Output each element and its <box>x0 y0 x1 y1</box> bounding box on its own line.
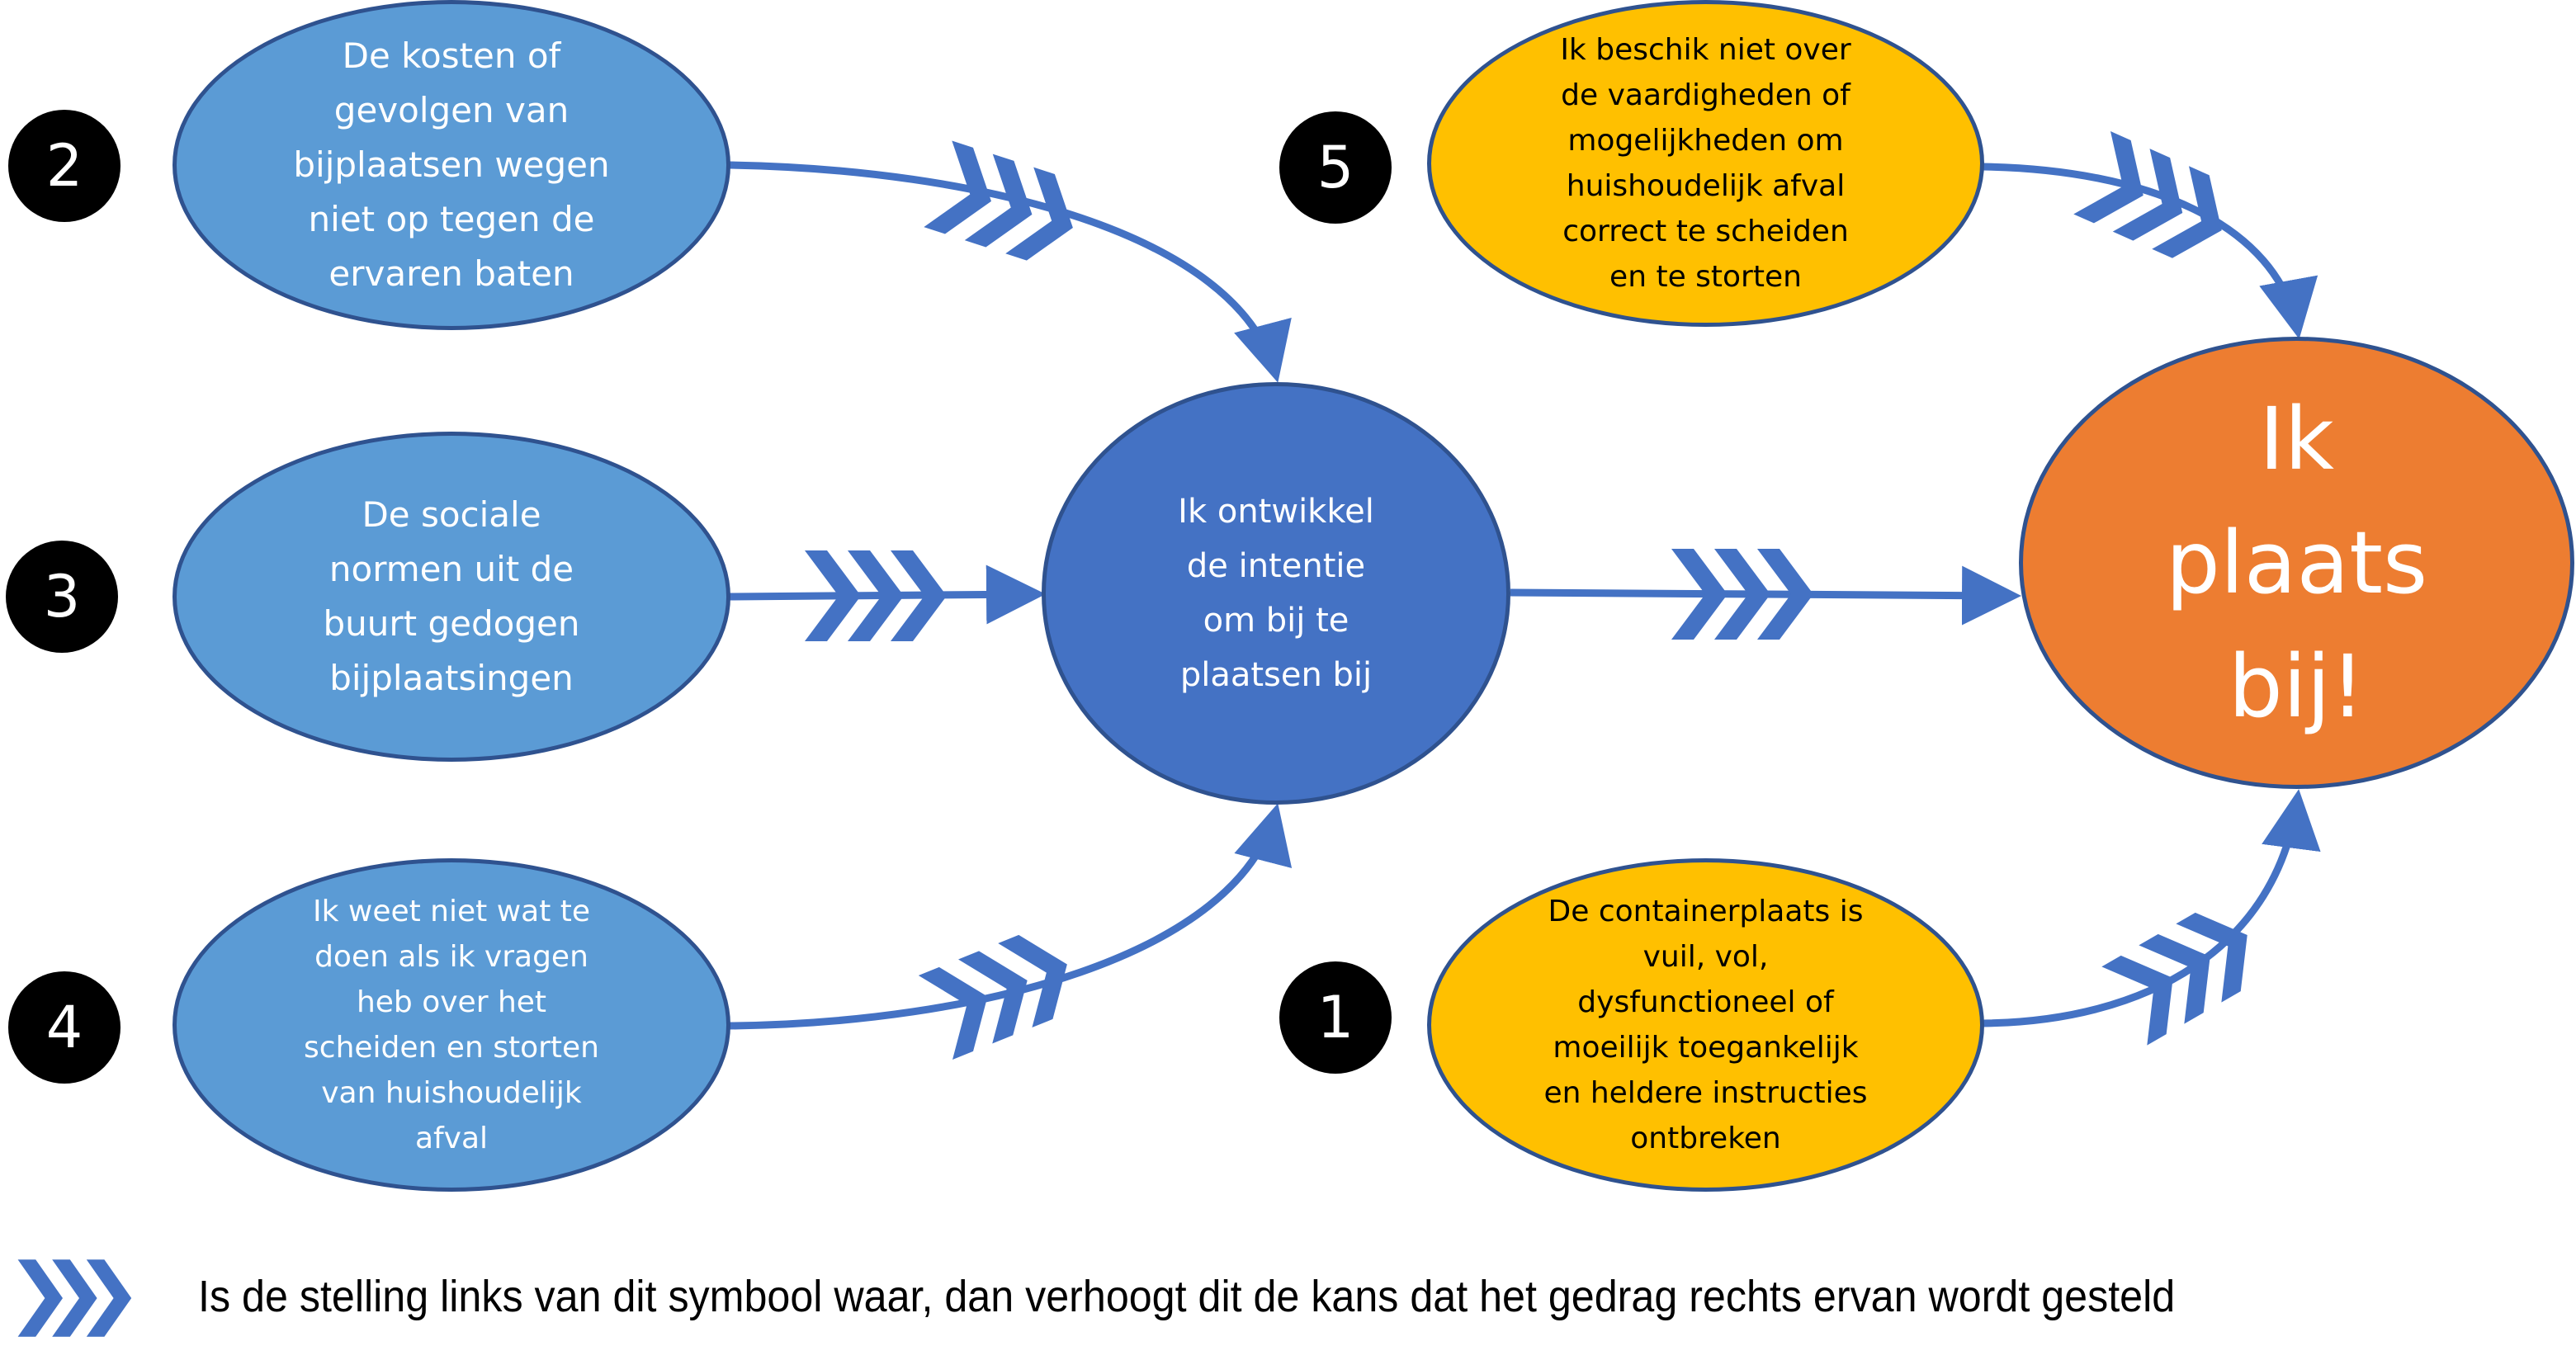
badge-4: 4 <box>8 971 121 1084</box>
node-social-norms: De sociale normen uit de buurt gedogen b… <box>173 432 730 762</box>
badge-number: 1 <box>1316 984 1354 1051</box>
node-text: De kosten of gevolgen van bijplaatsen we… <box>293 35 610 294</box>
badge-3: 3 <box>6 541 118 653</box>
node-cost-benefit: De kosten of gevolgen van bijplaatsen we… <box>173 0 730 330</box>
connector-cause4-to-intention <box>729 803 1292 1030</box>
badge-number: 5 <box>1316 134 1354 201</box>
legend-text: Is de stelling links van dit symbool waa… <box>198 1272 2176 1321</box>
badge-5: 5 <box>1279 111 1392 224</box>
node-text: De sociale normen uit de buurt gedogen b… <box>323 494 580 698</box>
badge-number: 2 <box>45 132 83 200</box>
badge-2: 2 <box>8 110 121 222</box>
node-text: De containerplaats is vuil, vol, dysfunc… <box>1543 895 1868 1155</box>
chevron-icon-env5 <box>2073 130 2241 272</box>
node-text: Ik plaats bij! <box>2165 389 2428 737</box>
node-text: Ik weet niet wat te doen als ik vragen h… <box>304 895 599 1155</box>
node-knowledge: Ik weet niet wat te doen als ik vragen h… <box>173 858 730 1192</box>
badge-1: 1 <box>1279 961 1392 1074</box>
node-text: Ik ontwikkel de intentie om bij te plaat… <box>1178 493 1374 694</box>
node-container-site: De containerplaats is vuil, vol, dysfunc… <box>1427 858 1984 1192</box>
legend-chevron-icon <box>17 1259 132 1337</box>
connector-env5-to-behavior <box>1982 163 2318 339</box>
node-skills: Ik beschik niet over de vaardigheden of … <box>1427 0 1984 327</box>
badge-number: 3 <box>43 563 81 631</box>
chevron-icon-cause2 <box>924 140 1087 272</box>
chevron-icon-cause4 <box>918 922 1085 1060</box>
badge-number: 4 <box>45 994 83 1061</box>
connector-cause2-to-intention <box>729 161 1292 383</box>
connector-env1-to-behavior <box>1982 789 2321 1027</box>
node-behavior: Ik plaats bij! <box>2019 337 2574 789</box>
node-intention: Ik ontwikkel de intentie om bij te plaat… <box>1042 382 1510 805</box>
node-text: Ik beschik niet over de vaardigheden of … <box>1560 33 1851 294</box>
